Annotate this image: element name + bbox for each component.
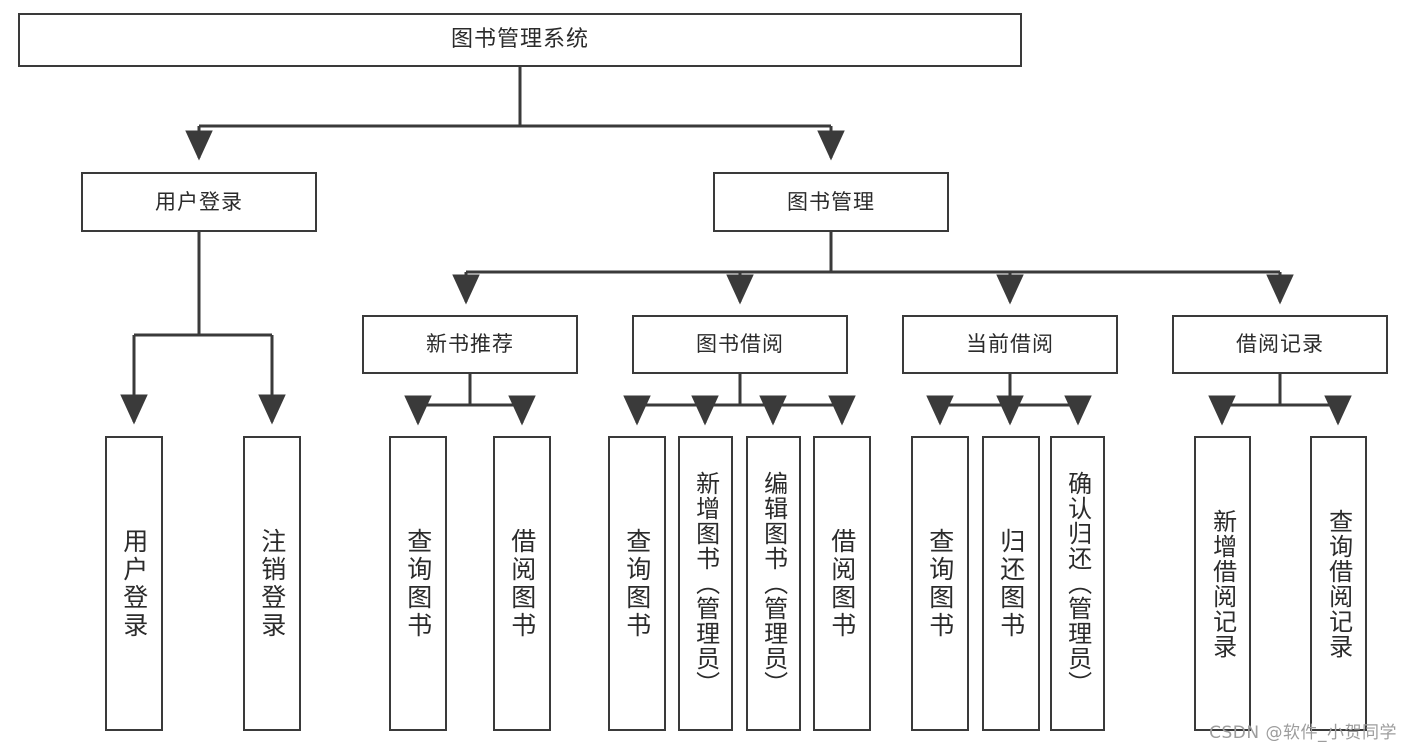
node-book-manage[interactable]: 图书管理 [713,172,949,232]
leaf-book-borrow-query[interactable]: 查询图书 [608,436,666,731]
leaf-new-book-borrow[interactable]: 借阅图书 [493,436,551,731]
leaf-current-borrow-query-label: 查询图书 [925,527,955,640]
leaf-book-borrow-query-label: 查询图书 [622,527,652,640]
leaf-new-book-query-label: 查询图书 [403,527,433,640]
leaf-borrow-record-add-label: 新增借阅记录 [1208,508,1237,659]
csdn-watermark: CSDN @软件_小贺同学 [1209,723,1397,743]
node-user-login-label: 用户登录 [155,189,243,214]
leaf-book-borrow-lend[interactable]: 借阅图书 [813,436,871,731]
leaf-book-borrow-edit[interactable]: 编辑图书（管理员） [746,436,801,731]
leaf-book-borrow-lend-label: 借阅图书 [827,527,857,640]
leaf-user-login-signout[interactable]: 注销登录 [243,436,301,731]
leaf-current-borrow-confirm-label: 确认归还（管理员） [1063,471,1092,696]
node-user-login[interactable]: 用户登录 [81,172,317,232]
node-new-book-recommend[interactable]: 新书推荐 [362,315,578,374]
node-borrow-record-label: 借阅记录 [1236,332,1324,357]
node-book-borrow-label: 图书借阅 [696,332,784,357]
node-current-borrow[interactable]: 当前借阅 [902,315,1118,374]
leaf-current-borrow-query[interactable]: 查询图书 [911,436,969,731]
leaf-book-borrow-add[interactable]: 新增图书（管理员） [678,436,733,731]
leaf-borrow-record-add[interactable]: 新增借阅记录 [1194,436,1251,731]
leaf-user-login-signout-label: 注销登录 [257,527,287,640]
leaf-borrow-record-query[interactable]: 查询借阅记录 [1310,436,1367,731]
leaf-book-borrow-add-label: 新增图书（管理员） [691,471,720,696]
leaf-new-book-query[interactable]: 查询图书 [389,436,447,731]
leaf-book-borrow-edit-label: 编辑图书（管理员） [759,471,788,696]
node-root-system[interactable]: 图书管理系统 [18,13,1022,67]
leaf-current-borrow-return[interactable]: 归还图书 [982,436,1040,731]
leaf-borrow-record-query-label: 查询借阅记录 [1324,508,1353,659]
node-new-book-recommend-label: 新书推荐 [426,332,514,357]
leaf-current-borrow-confirm[interactable]: 确认归还（管理员） [1050,436,1105,731]
node-book-borrow[interactable]: 图书借阅 [632,315,848,374]
leaf-user-login-signin-label: 用户登录 [119,527,149,640]
node-borrow-record[interactable]: 借阅记录 [1172,315,1388,374]
leaf-current-borrow-return-label: 归还图书 [996,527,1026,640]
leaf-new-book-borrow-label: 借阅图书 [507,527,537,640]
node-book-manage-label: 图书管理 [787,189,875,214]
leaf-user-login-signin[interactable]: 用户登录 [105,436,163,731]
node-root-system-label: 图书管理系统 [450,27,589,53]
node-current-borrow-label: 当前借阅 [966,332,1054,357]
